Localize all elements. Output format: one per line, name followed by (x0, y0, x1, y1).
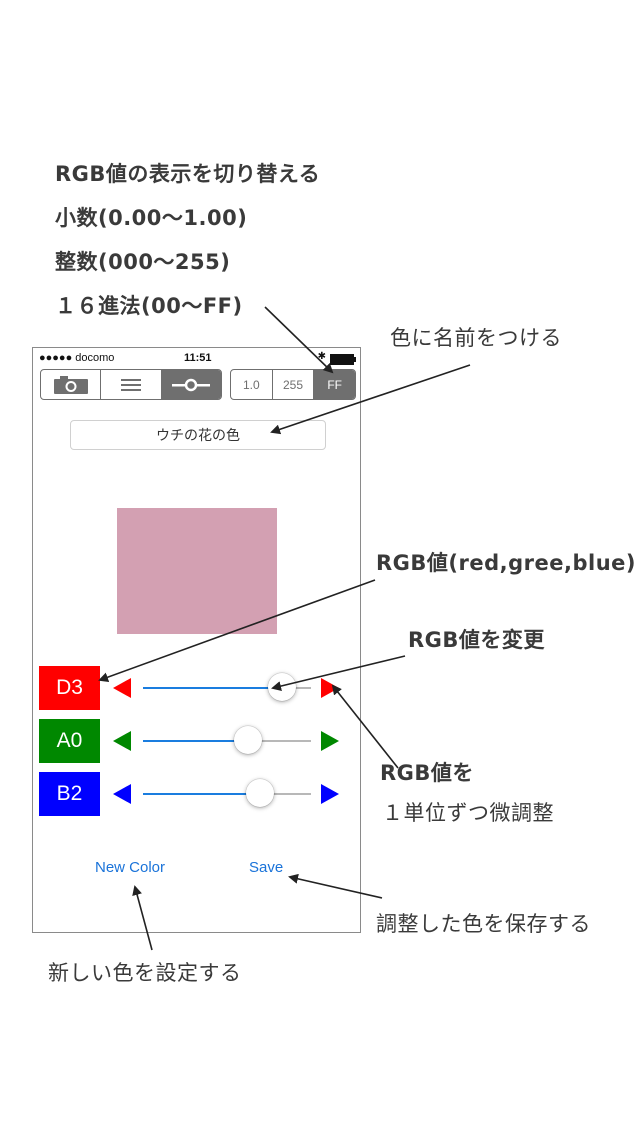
new-color-button[interactable]: New Color (95, 859, 166, 876)
blue-decrement-button[interactable] (113, 784, 131, 804)
note-save-adjusted: 調整した色を保存する (376, 912, 591, 936)
blue-slider-thumb[interactable] (246, 779, 275, 807)
note-display-toggle-title: RGB値の表示を切り替える (55, 162, 321, 186)
note-name-color: 色に名前をつける (390, 326, 562, 350)
green-value-label: A0 (39, 719, 100, 763)
battery-icon (330, 354, 356, 365)
clock: 11:51 (184, 352, 212, 364)
format-integer-tab[interactable]: 255 (273, 370, 315, 399)
list-mode-tab[interactable] (101, 370, 162, 399)
slider-icon (172, 378, 211, 391)
red-slider-thumb[interactable] (268, 673, 296, 701)
green-decrement-button[interactable] (113, 731, 131, 751)
red-value-label: D3 (39, 666, 100, 710)
note-change-rgb: RGB値を変更 (408, 628, 545, 652)
red-decrement-button[interactable] (113, 678, 131, 698)
green-slider-thumb[interactable] (234, 726, 263, 754)
note-fine-adjust-1: RGB値を (380, 761, 474, 785)
red-slider[interactable] (143, 673, 311, 701)
red-increment-button[interactable] (321, 678, 339, 698)
camera-mode-tab[interactable] (41, 370, 102, 399)
slider-mode-tab[interactable] (161, 370, 221, 399)
blue-value-label: B2 (39, 772, 100, 816)
blue-slider[interactable] (143, 779, 311, 807)
save-button[interactable]: Save (249, 859, 284, 876)
format-segmented-control: 1.0 255 FF (230, 369, 356, 400)
color-swatch (117, 508, 277, 634)
carrier-label: ●●●●● docomo (39, 352, 115, 364)
note-integer: 整数(000〜255) (55, 250, 231, 274)
status-bar: ●●●●● docomo 11:51 ✱ (33, 348, 360, 368)
green-slider[interactable] (143, 726, 311, 754)
green-increment-button[interactable] (321, 731, 339, 751)
red-slider-fill (143, 687, 282, 689)
note-decimal: 小数(0.00〜1.00) (55, 206, 248, 230)
phone-screen: ●●●●● docomo 11:51 ✱ (32, 347, 361, 933)
note-hex: １６進法(00〜FF) (55, 294, 243, 318)
note-rgb-value: RGB値(red,gree,blue) (376, 551, 636, 575)
format-decimal-tab[interactable]: 1.0 (231, 370, 273, 399)
mode-segmented-control (40, 369, 222, 400)
blue-increment-button[interactable] (321, 784, 339, 804)
green-slider-fill (143, 740, 249, 742)
format-hex-tab[interactable]: FF (314, 370, 355, 399)
blue-slider-fill (143, 793, 261, 795)
color-name-field[interactable]: ウチの花の色 (70, 420, 326, 450)
camera-icon (53, 375, 88, 394)
list-icon (120, 378, 141, 391)
note-fine-adjust-2: １単位ずつ微調整 (382, 801, 554, 825)
note-new-color: 新しい色を設定する (48, 961, 242, 985)
bluetooth-icon: ✱ (317, 351, 326, 362)
